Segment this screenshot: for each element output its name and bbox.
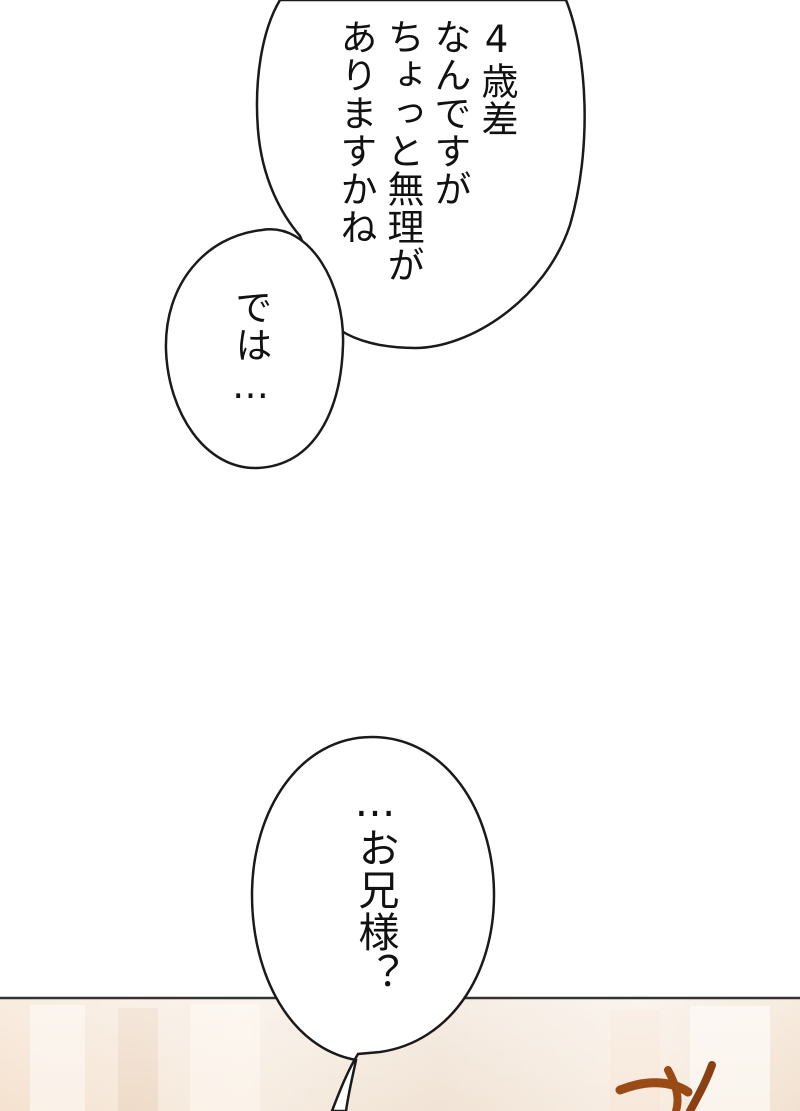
speech-bubble-bottom bbox=[250, 735, 496, 1111]
dialogue-line: ちょっと無理が bbox=[381, 18, 424, 284]
hair-stroke-1 bbox=[615, 1078, 693, 1097]
speech-bubble-bottom-text: …お兄様？ bbox=[351, 778, 399, 995]
dialogue-line: 4歳差 bbox=[475, 18, 518, 138]
speech-bubble-top-text: 4歳差 なんですが ちょっと無理が ありますかね bbox=[330, 18, 520, 308]
dialogue-line: なんですが bbox=[428, 18, 471, 208]
speech-bubble-small-text: では… bbox=[229, 288, 272, 408]
dialogue-line: ありますかね bbox=[334, 18, 377, 246]
speech-bubble-top bbox=[255, 0, 586, 350]
hair-stroke-3 bbox=[686, 1061, 716, 1111]
speech-bubble-small bbox=[164, 228, 345, 470]
hair-stroke-2 bbox=[664, 1066, 682, 1111]
